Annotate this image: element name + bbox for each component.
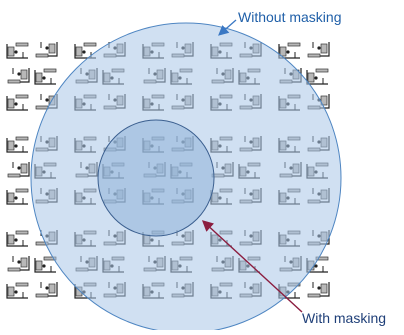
room-cell — [307, 281, 330, 298]
room-cell — [7, 67, 30, 84]
without-masking-label: Without masking — [238, 9, 342, 25]
room-cell — [6, 282, 29, 299]
with-masking-label: With masking — [302, 310, 387, 326]
room-cell — [6, 230, 29, 247]
room-cell — [6, 94, 29, 111]
room-cell — [6, 136, 29, 153]
room-cell — [7, 255, 30, 272]
room-cell — [35, 41, 58, 58]
room-cell — [278, 42, 301, 59]
room-cell — [6, 42, 29, 59]
without-masking-arrow — [218, 19, 237, 36]
room-cell — [306, 68, 329, 85]
with-masking-region — [97, 119, 215, 237]
with-masking-arrow — [201, 220, 303, 313]
room-cell — [35, 281, 58, 298]
room-cell — [34, 68, 57, 85]
floorplan-tile — [6, 41, 58, 111]
room-cell — [7, 161, 30, 178]
room-cell — [34, 256, 57, 273]
room-cell — [6, 188, 29, 205]
room-cell — [307, 41, 330, 58]
